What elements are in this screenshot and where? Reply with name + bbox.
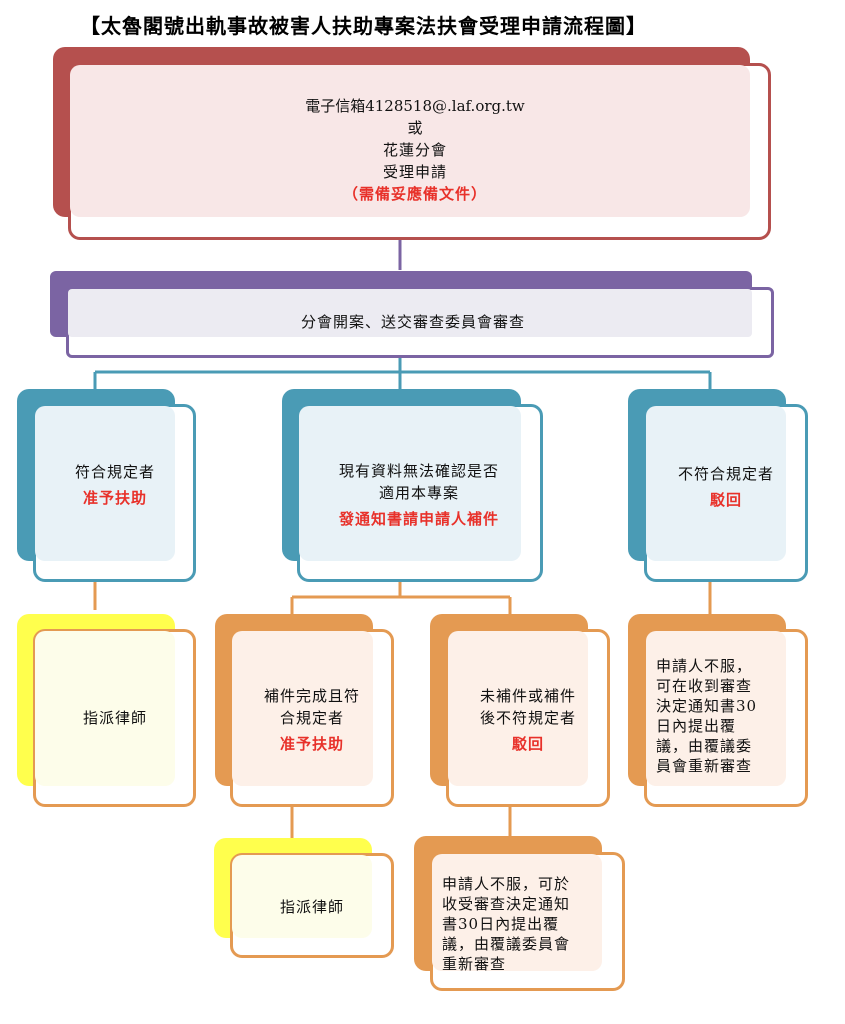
appeal2-line-5: 重新審查	[442, 955, 507, 973]
uncertain-result: 發通知書請申請人補件	[338, 510, 499, 528]
ineligible-line1: 不符合規定者	[677, 465, 774, 483]
appeal1-line-6: 員會重新審查	[656, 757, 753, 775]
appeal2-line-1: 申請人不服，可於	[442, 875, 571, 893]
apply-line3: 花蓮分會	[382, 141, 447, 159]
apply-line1: 電子信箱4128518@.laf.org.tw	[305, 97, 525, 115]
appeal2-line-4: 議，由覆議委員會	[442, 935, 571, 953]
supplement-fail-result: 駁回	[511, 735, 544, 753]
supplement-ok-line2: 合規定者	[279, 709, 344, 727]
page-title: 【太魯閣號出軌事故被害人扶助專案法扶會受理申請流程圖】	[80, 14, 647, 38]
apply-line2: 或	[407, 119, 423, 137]
eligible-line1: 符合規定者	[74, 463, 155, 481]
uncertain-line2: 適用本專案	[378, 484, 459, 502]
appeal2-line-3: 書30日內提出覆	[442, 915, 560, 933]
appeal2-line-2: 收受審查決定通知	[442, 895, 571, 913]
uncertain-line1: 現有資料無法確認是否	[338, 462, 499, 480]
eligible-result: 准予扶助	[82, 489, 147, 507]
supplement-fail-line1: 未補件或補件	[479, 687, 576, 705]
assign2-text: 指派律師	[279, 898, 344, 916]
apply-note: （需備妥應備文件）	[342, 185, 487, 203]
appeal1-line-1: 申請人不服，	[656, 657, 753, 675]
appeal1-line-2: 可在收到審查	[656, 677, 753, 695]
supplement-fail-line2: 後不符規定者	[479, 709, 576, 727]
apply-line4: 受理申請	[382, 163, 447, 181]
appeal1-line-3: 決定通知書30	[656, 697, 758, 715]
appeal1-line-5: 議，由覆議委	[656, 737, 753, 755]
supplement-ok-line1: 補件完成且符	[263, 687, 360, 705]
assign1-text: 指派律師	[82, 709, 147, 727]
supplement-ok-result: 准予扶助	[279, 735, 344, 753]
review-text: 分會開案、送交審查委員會審查	[300, 313, 525, 331]
appeal1-line-4: 日內提出覆	[656, 717, 737, 735]
ineligible-result: 駁回	[709, 491, 742, 509]
